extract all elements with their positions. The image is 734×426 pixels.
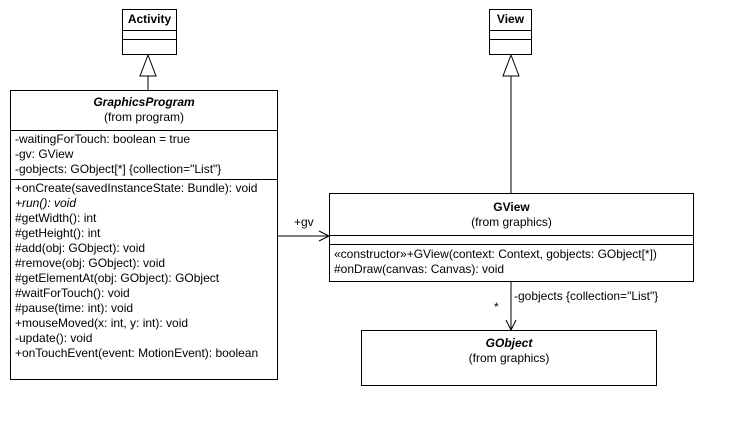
- activity-class-name: Activity: [127, 12, 172, 26]
- gview-operations: «constructor»+GView(context: Context, go…: [330, 244, 693, 279]
- activity-class-header: Activity: [123, 10, 176, 30]
- view-class-header: View: [490, 10, 531, 30]
- view-class-name: View: [496, 12, 525, 26]
- generalization-arrowhead-view: [502, 53, 520, 77]
- gv-role-label: +gv: [294, 215, 314, 229]
- operation: -update(): void: [15, 331, 93, 345]
- gview-class[interactable]: GView (from graphics) «constructor»+GVie…: [329, 193, 694, 282]
- operation: +onCreate(savedInstanceState: Bundle): v…: [15, 181, 258, 195]
- operation: «constructor»+GView(context: Context, go…: [334, 247, 657, 261]
- activity-operations-compartment: [123, 39, 176, 40]
- attribute: -gv: GView: [15, 147, 74, 161]
- gobject-class[interactable]: GObject (from graphics): [361, 330, 657, 386]
- graphics-program-class-header: GraphicsProgram (from program): [11, 91, 277, 130]
- operation: +mouseMoved(x: int, y: int): void: [15, 316, 189, 330]
- gview-package: (from graphics): [471, 215, 552, 229]
- view-operations-compartment: [490, 39, 531, 40]
- gobjects-role-label: -gobjects {collection="List"}: [514, 289, 659, 303]
- operation: #getWidth(): int: [15, 211, 97, 225]
- generalization-arrowhead-activity: [139, 53, 157, 77]
- graphics-program-package: (from program): [103, 110, 184, 124]
- operation: #pause(time: int): void: [15, 301, 134, 315]
- gobject-package: (from graphics): [468, 351, 550, 365]
- graphics-program-class-name: GraphicsProgram: [93, 95, 195, 109]
- operation: #remove(obj: GObject): void: [15, 256, 166, 270]
- operation: #onDraw(canvas: Canvas): void: [334, 262, 505, 276]
- operation: #getHeight(): int: [15, 226, 101, 240]
- attribute: -gobjects: GObject[*] {collection="List"…: [15, 162, 222, 176]
- graphics-program-class[interactable]: GraphicsProgram (from program) -waitingF…: [10, 90, 278, 380]
- operation: #waitForTouch(): void: [15, 286, 130, 300]
- gview-class-name: GView: [493, 200, 530, 214]
- operation: +onTouchEvent(event: MotionEvent): boole…: [15, 346, 259, 360]
- activity-attributes-compartment: [123, 30, 176, 39]
- view-attributes-compartment: [490, 30, 531, 39]
- graphics-program-attributes: -waitingForTouch: boolean = true -gv: GV…: [11, 130, 277, 179]
- gview-class-header: GView (from graphics): [330, 194, 693, 235]
- gview-attributes-compartment: [330, 235, 693, 244]
- attribute: -waitingForTouch: boolean = true: [15, 132, 191, 146]
- gobjects-multiplicity-label: *: [494, 300, 499, 314]
- view-class[interactable]: View: [489, 9, 532, 55]
- gobject-class-header: GObject (from graphics): [362, 331, 656, 366]
- activity-class[interactable]: Activity: [122, 9, 177, 55]
- gobject-class-name: GObject: [485, 336, 533, 350]
- operation: #getElementAt(obj: GObject): GObject: [15, 271, 220, 285]
- operation: #add(obj: GObject): void: [15, 241, 146, 255]
- graphics-program-operations: +onCreate(savedInstanceState: Bundle): v…: [11, 179, 277, 363]
- operation: +run(): void: [15, 196, 77, 210]
